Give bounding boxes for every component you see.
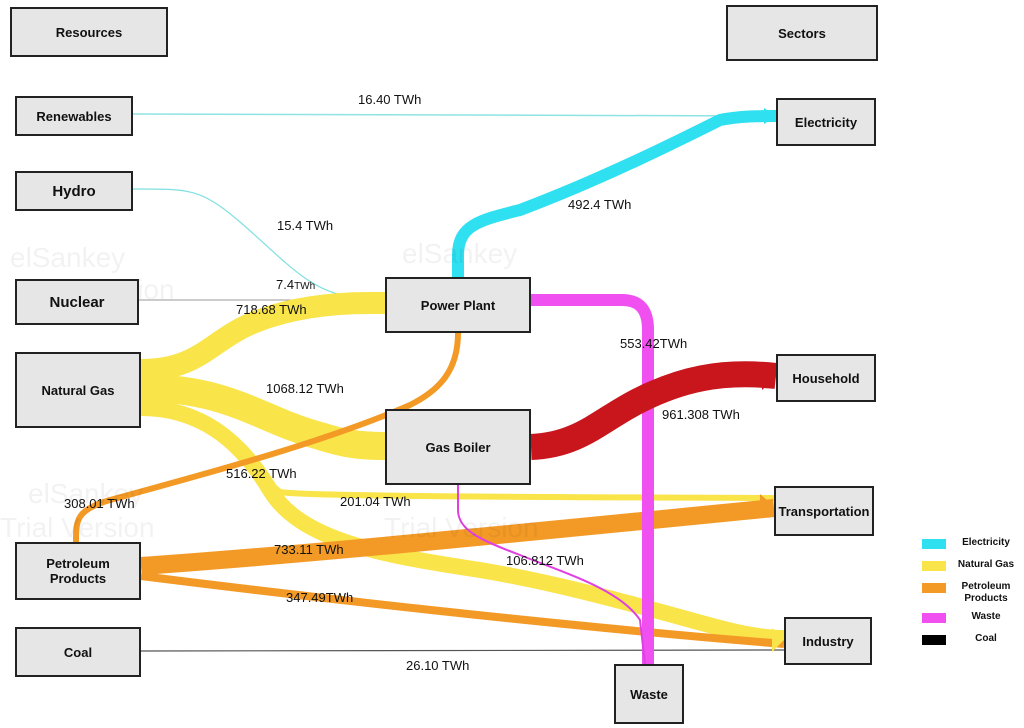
legend-item-coal: Coal <box>918 628 1024 650</box>
legend-item-natural-gas: Natural Gas <box>918 554 1024 576</box>
node-renewables[interactable]: Renewables <box>15 96 133 136</box>
legend: Electricity Natural Gas Petroleum Produc… <box>918 532 1024 650</box>
sectors-header: Sectors <box>726 5 878 61</box>
flow-gas-transportation[interactable] <box>140 397 775 501</box>
flow-label-petroleum-transportation: 733.11 TWh <box>274 542 344 557</box>
flow-powerplant-electricity[interactable] <box>452 110 777 277</box>
legend-swatch <box>922 635 946 645</box>
flow-petroleum-powerplant[interactable] <box>73 332 461 543</box>
flow-label-coal-industry: 26.10 TWh <box>406 658 470 673</box>
node-coal[interactable]: Coal <box>15 627 141 677</box>
flow-label-gas-transportation: 201.04 TWh <box>340 494 411 509</box>
flow-label-gasboiler-household: 961.308 TWh <box>662 407 740 422</box>
legend-swatch <box>922 539 946 549</box>
node-natural-gas[interactable]: Natural Gas <box>15 352 141 428</box>
flow-label-gasboiler-waste: 106.812 TWh <box>506 553 584 568</box>
flow-powerplant-waste[interactable] <box>531 294 654 664</box>
arrow-head-transportation <box>760 494 774 518</box>
flow-gasboiler-waste[interactable] <box>457 485 646 665</box>
legend-label: Coal <box>975 633 997 644</box>
flow-petroleum-industry[interactable] <box>140 572 785 648</box>
flow-label-hydro-powerplant: 15.4 TWh <box>277 218 334 233</box>
flow-hydro-powerplant[interactable] <box>132 188 386 299</box>
node-waste[interactable]: Waste <box>614 664 684 724</box>
flow-label-powerplant-electricity: 492.4 TWh <box>568 197 632 212</box>
flow-renewables-electricity[interactable] <box>132 113 777 117</box>
legend-swatch <box>922 613 946 623</box>
legend-label: Electricity <box>962 537 1010 548</box>
flow-label-gas-gasboiler: 1068.12 TWh <box>266 381 344 396</box>
legend-item-waste: Waste <box>918 606 1024 628</box>
legend-label: Petroleum Products <box>961 581 1011 604</box>
resources-header: Resources <box>10 7 168 57</box>
arrow-head-electricity <box>764 108 776 124</box>
flow-label-gas-powerplant: 718.68 TWh <box>236 302 307 317</box>
node-household[interactable]: Household <box>776 354 876 402</box>
node-gas-boiler[interactable]: Gas Boiler <box>385 409 531 485</box>
flow-gas-gasboiler[interactable] <box>140 374 386 460</box>
node-nuclear[interactable]: Nuclear <box>15 279 139 325</box>
legend-item-petroleum-products: Petroleum Products <box>918 576 1024 606</box>
flow-gasboiler-household[interactable] <box>530 361 778 460</box>
flow-petroleum-transportation[interactable] <box>140 499 775 575</box>
legend-label: Waste <box>971 611 1001 622</box>
arrow-head-industry <box>772 628 784 652</box>
flow-label-powerplant-waste: 553.42TWh <box>620 336 688 351</box>
legend-label: Natural Gas <box>957 559 1015 570</box>
node-electricity[interactable]: Electricity <box>776 98 876 146</box>
flow-label-nuclear-powerplant: 7.4TWh <box>276 277 316 292</box>
legend-swatch <box>922 583 946 593</box>
flow-gas-industry[interactable] <box>140 400 785 646</box>
flow-gas-powerplant[interactable] <box>140 292 385 381</box>
flow-label-petroleum-powerplant: 308.01 TWh <box>64 496 135 511</box>
flow-label-renewables-electricity: 16.40 TWh <box>358 92 422 107</box>
flow-label-petroleum-industry: 347.49TWh <box>286 590 354 605</box>
flow-coal-industry[interactable] <box>140 649 785 652</box>
node-hydro[interactable]: Hydro <box>15 171 133 211</box>
legend-swatch <box>922 561 946 571</box>
node-petroleum-products[interactable]: Petroleum Products <box>15 542 141 600</box>
node-industry[interactable]: Industry <box>784 617 872 665</box>
arrow-head-household <box>762 364 776 390</box>
node-transportation[interactable]: Transportation <box>774 486 874 536</box>
node-power-plant[interactable]: Power Plant <box>385 277 531 333</box>
legend-item-electricity: Electricity <box>918 532 1024 554</box>
flow-label-gas-industry: 516.22 TWh <box>226 466 297 481</box>
